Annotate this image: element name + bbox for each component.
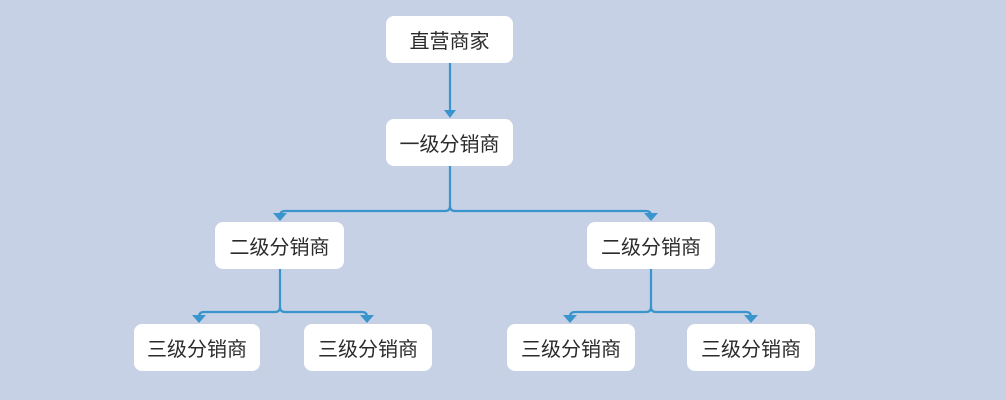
arrow-to-level3-d bbox=[744, 315, 758, 323]
arrow-to-level3-a bbox=[192, 315, 206, 323]
arrow-to-level2-left bbox=[273, 213, 287, 221]
node-label: 直营商家 bbox=[409, 29, 490, 53]
node-level2-distributor-left: 二级分销商 bbox=[215, 222, 344, 269]
node-level2-distributor-right: 二级分销商 bbox=[587, 222, 715, 269]
node-label: 三级分销商 bbox=[147, 337, 247, 361]
node-level3-distributor-3: 三级分销商 bbox=[507, 324, 635, 371]
connector-level2b-right bbox=[649, 306, 753, 321]
node-label: 三级分销商 bbox=[701, 337, 801, 361]
node-level3-distributor-4: 三级分销商 bbox=[687, 324, 815, 371]
connector-level1-trunk bbox=[278, 166, 452, 219]
node-level3-distributor-2: 三级分销商 bbox=[304, 324, 432, 371]
node-label: 三级分销商 bbox=[318, 337, 418, 361]
node-label: 三级分销商 bbox=[521, 337, 621, 361]
connector-level1-right bbox=[448, 205, 653, 219]
arrow-root-to-level1 bbox=[444, 110, 456, 118]
node-direct-merchant: 直营商家 bbox=[386, 16, 513, 63]
node-label: 二级分销商 bbox=[229, 235, 330, 259]
arrow-to-level3-c bbox=[563, 315, 577, 323]
node-level1-distributor: 一级分销商 bbox=[386, 119, 513, 166]
connector-level2a-right bbox=[278, 306, 369, 321]
node-label: 一级分销商 bbox=[399, 132, 500, 156]
node-label: 二级分销商 bbox=[601, 235, 701, 259]
arrow-to-level2-right bbox=[644, 213, 658, 221]
connector-level2b-trunk bbox=[568, 269, 653, 321]
connector-level2a-trunk bbox=[197, 269, 282, 321]
arrow-to-level3-b bbox=[360, 315, 374, 323]
node-level3-distributor-1: 三级分销商 bbox=[134, 324, 260, 371]
